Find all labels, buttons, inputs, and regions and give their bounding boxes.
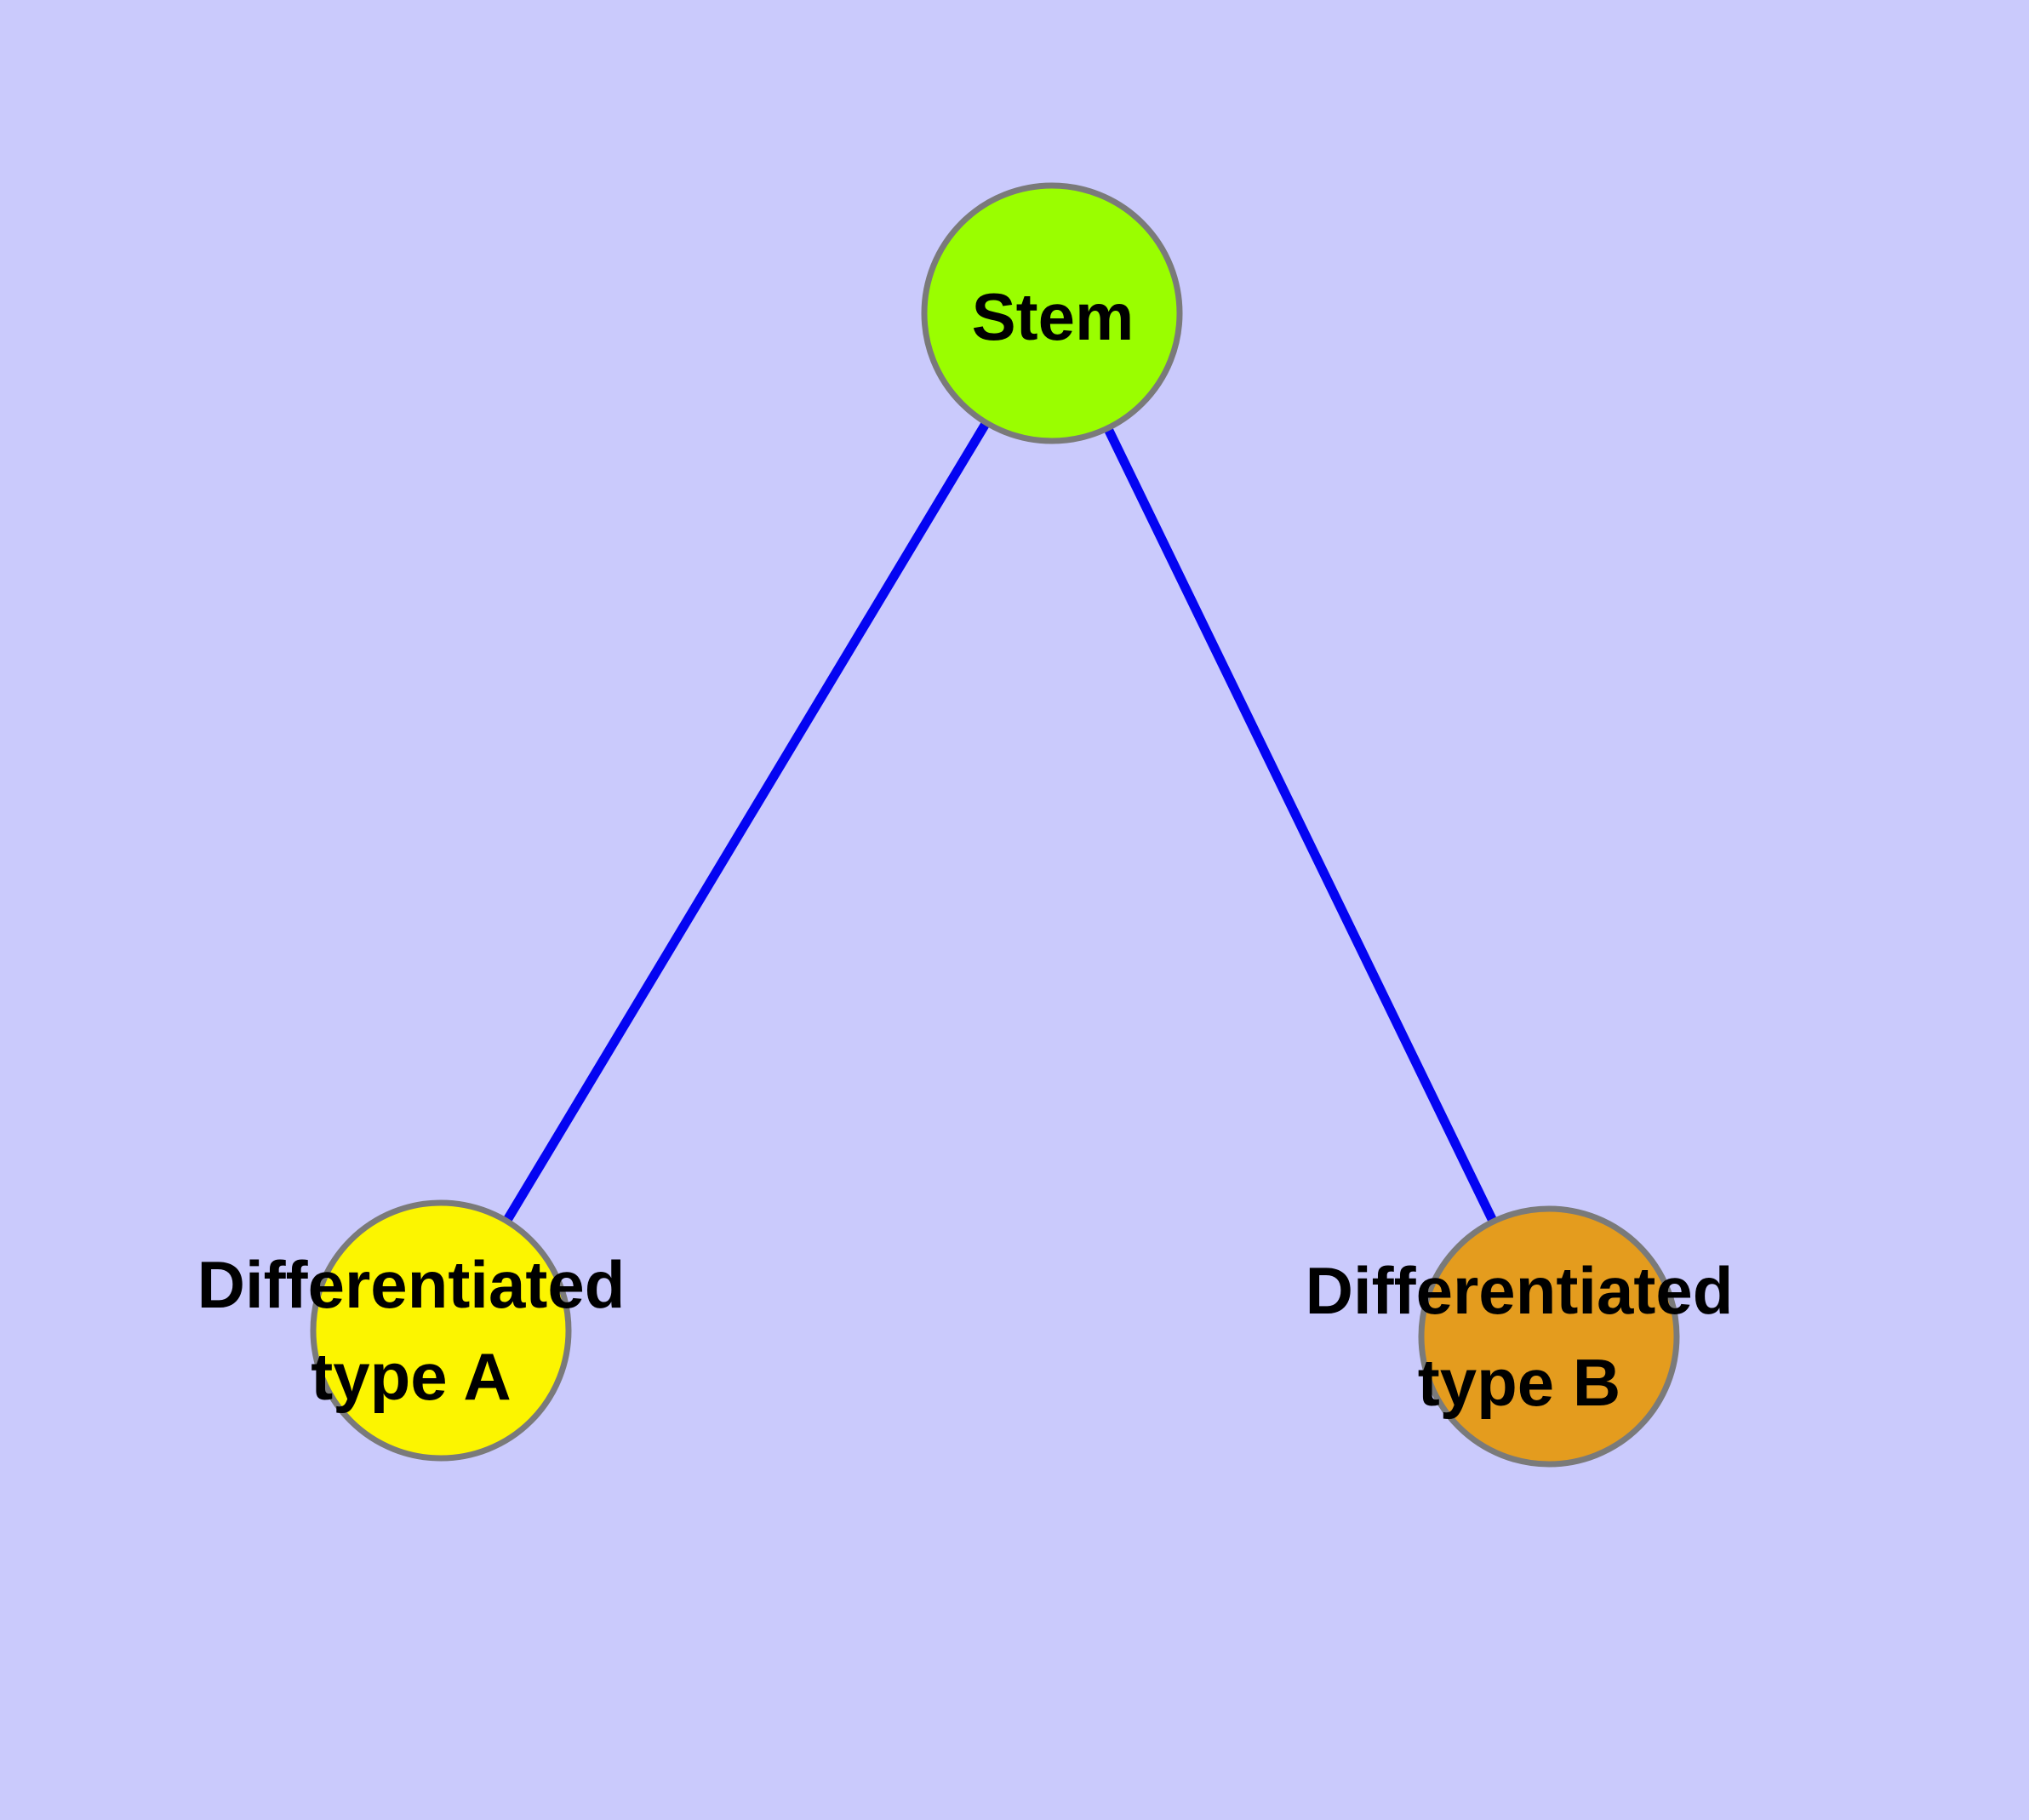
edge-stem-to-type-b (1048, 311, 1553, 1339)
node-stem[interactable] (921, 182, 1183, 444)
node-differentiated-type-a[interactable] (310, 1199, 572, 1462)
type-b-node-label-line2: type B (1418, 1345, 1620, 1420)
type-b-node-label-line1: Differentiated (1306, 1253, 1734, 1328)
type-a-node-label-line2: type A (311, 1339, 512, 1414)
node-differentiated-type-b[interactable] (1418, 1205, 1680, 1468)
type-a-node-label-line1: Differentiated (197, 1247, 626, 1322)
edge-stem-to-type-a (437, 311, 1056, 1333)
stem-node-label: Stem (972, 279, 1135, 354)
